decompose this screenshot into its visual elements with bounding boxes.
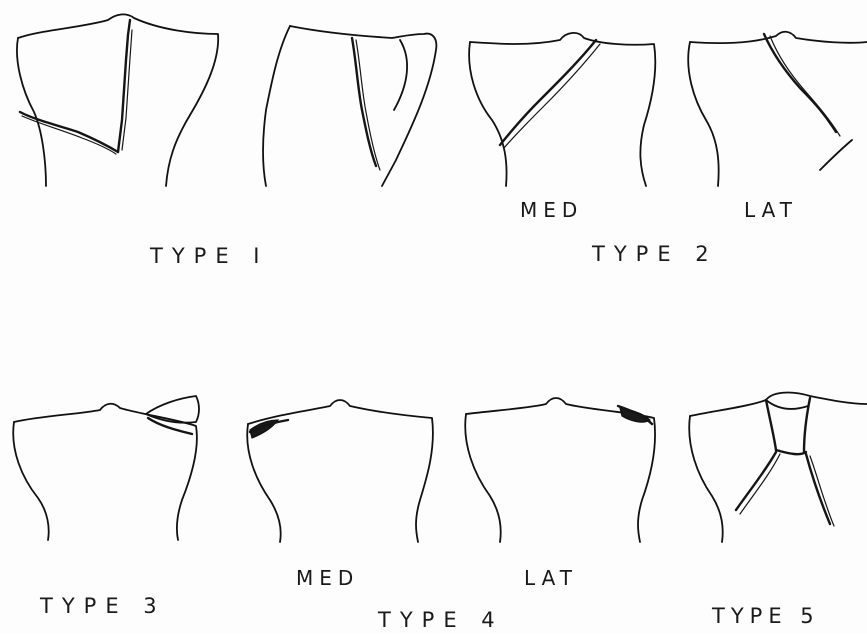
type1-bone-a [17, 14, 218, 186]
label-type1: TYPE I [150, 246, 268, 267]
label-type5: TYPE 5 [712, 606, 820, 627]
type4-lat-bone [465, 398, 655, 542]
type3-bone [13, 396, 199, 540]
label-type2-med: MED [520, 200, 583, 220]
label-type4-med: MED [296, 568, 359, 588]
label-type4: TYPE 4 [378, 610, 504, 631]
type1-bone-b [263, 26, 436, 186]
type2-lat-bone [688, 32, 867, 186]
type5-bone [689, 393, 867, 542]
label-type3: TYPE 3 [40, 596, 166, 617]
label-type2-lat: LAT [744, 200, 798, 220]
type4-med-bone [247, 400, 433, 542]
type2-med-bone [469, 33, 655, 186]
label-type2: TYPE 2 [592, 244, 718, 265]
label-type4-lat: LAT [524, 568, 578, 588]
